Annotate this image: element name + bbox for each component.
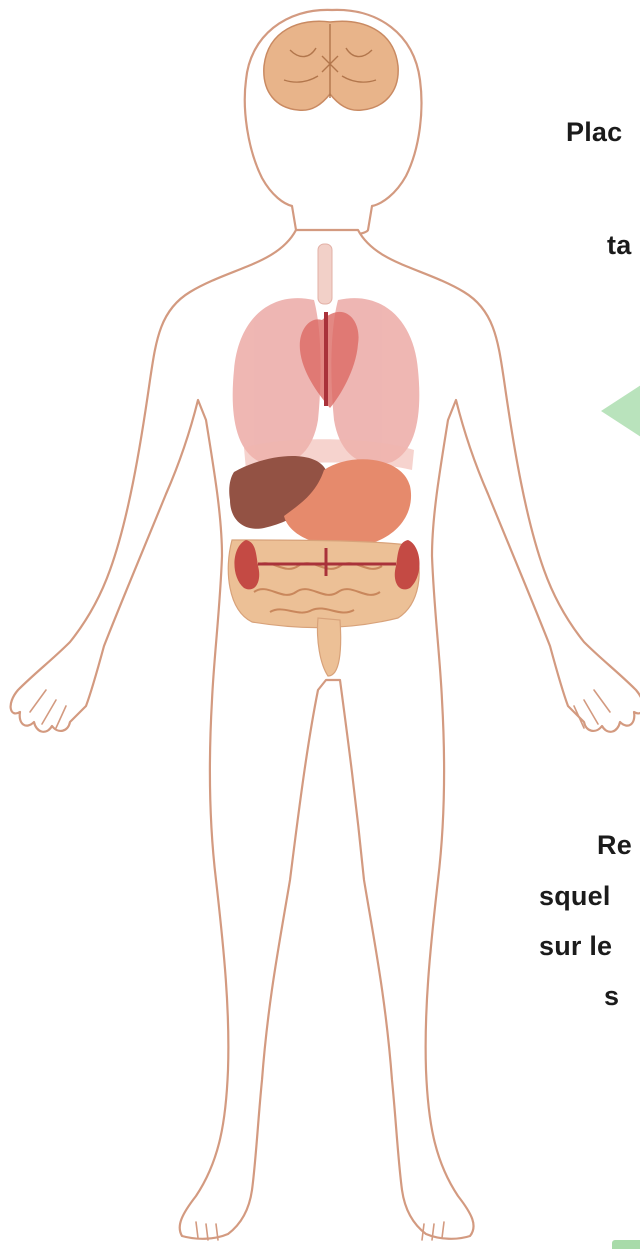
- trachea: [318, 244, 332, 304]
- caption-text-line-3: sur le: [539, 931, 612, 962]
- instruction-text-line-2: ta: [607, 230, 631, 261]
- caption-text-line-2: squel: [539, 881, 611, 912]
- next-button[interactable]: [612, 1240, 640, 1249]
- caption-text-line-1: Re: [597, 830, 632, 861]
- caption-text-line-4: s: [604, 981, 619, 1012]
- instruction-text-line-1: Plac: [566, 117, 622, 148]
- triangle-left-icon[interactable]: [601, 385, 640, 437]
